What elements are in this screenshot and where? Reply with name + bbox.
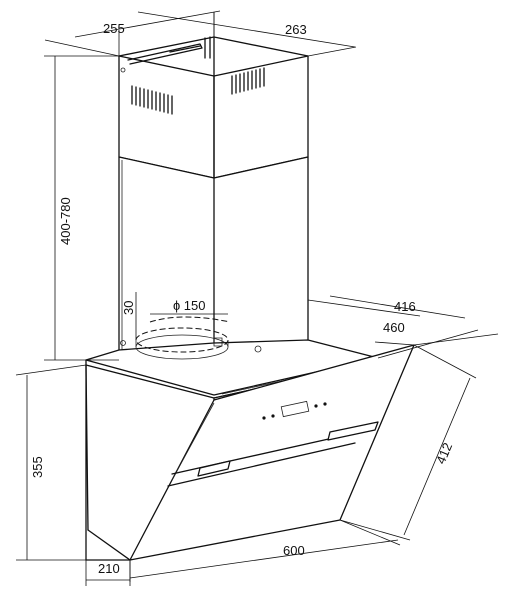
dim-label-416: 416 [394,299,416,314]
control-panel [262,400,327,420]
dim-label-255: 255 [103,21,125,36]
vent-slots-right [231,67,265,95]
vent-slots-left [131,85,173,115]
dim-hood-width: 600 [129,519,401,582]
dim-chimney-height: 400-780 [44,55,119,361]
air-outlet [135,316,262,360]
dim-label-diameter: ɸ 150 [173,298,205,313]
dim-label-30: 30 [121,301,136,315]
dim-label-210: 210 [98,561,120,576]
dim-chimney-depth: 263 [137,11,357,57]
dim-base-depth: 210 [85,560,131,586]
dim-outlet-offset: 30 [121,292,137,340]
dim-label-412: 412 [433,440,455,466]
dim-label-355: 355 [30,456,45,478]
dim-label-263: 263 [285,22,307,37]
dim-hood-height: 355 [15,364,87,561]
dim-hood-depth: 460 [374,320,499,346]
dim-outlet-diameter: ɸ 150 [150,298,228,315]
dim-label-400-780: 400-780 [58,197,73,245]
dim-hood-depth-top: 416 [307,295,479,359]
dim-label-460: 460 [383,320,405,335]
dim-label-600: 600 [283,543,305,558]
